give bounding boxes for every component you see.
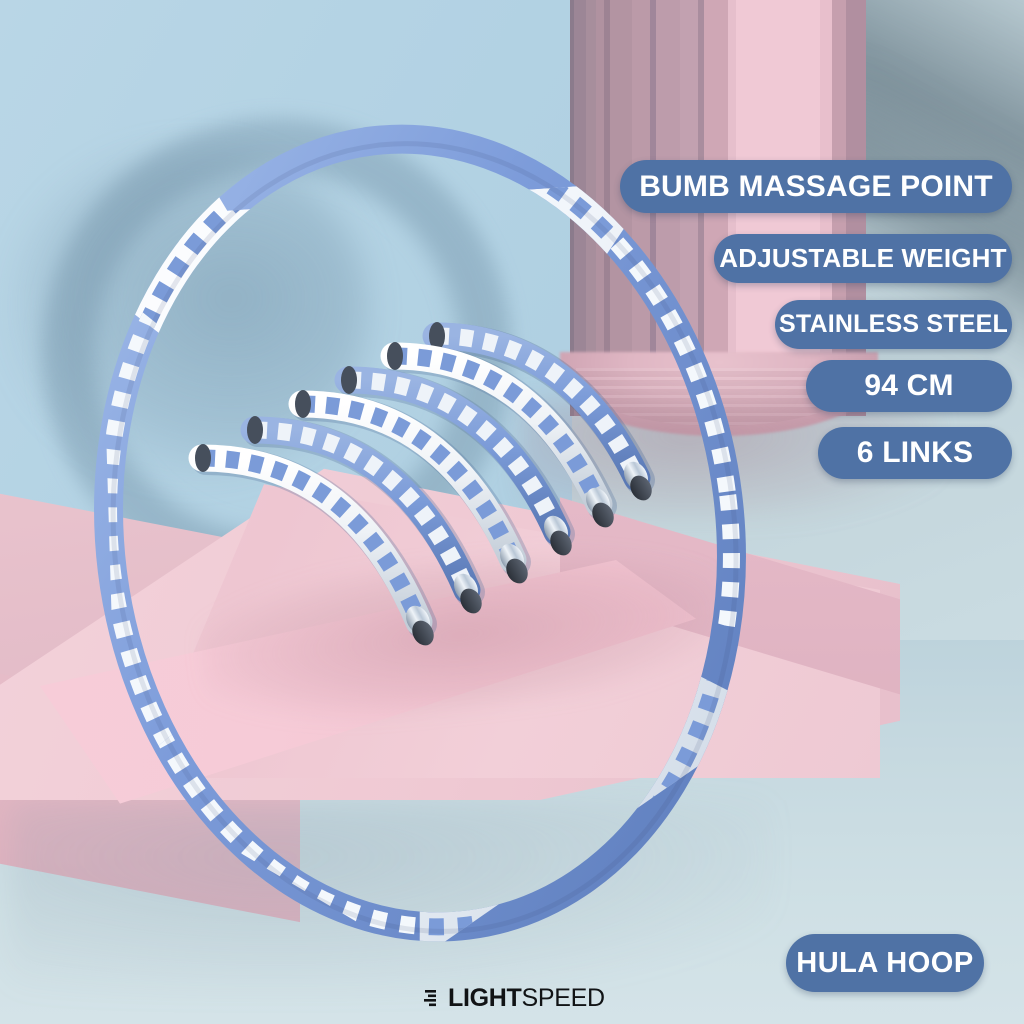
massage-bumps-white <box>100 533 450 936</box>
badge-label: 6 LINKS <box>856 436 974 469</box>
detached-link <box>422 322 655 501</box>
badge-bumb-massage-point[interactable]: BUMB MASSAGE POINT <box>620 160 1012 213</box>
detached-link <box>240 416 485 614</box>
massage-bumps-white <box>395 152 740 678</box>
badge-product-type[interactable]: HULA HOOP <box>786 934 984 992</box>
badge-label: ADJUSTABLE WEIGHT <box>719 243 1007 273</box>
brand-logo: LIGHTSPEED <box>424 981 605 1015</box>
badge-label: 94 CM <box>864 369 954 402</box>
speed-lines-icon <box>424 990 436 1007</box>
badge-adjustable-weight[interactable]: ADJUSTABLE WEIGHT <box>714 234 1012 283</box>
hula-hoop-ring <box>32 94 808 972</box>
badge-stainless-steel[interactable]: STAINLESS STEEL <box>775 300 1012 349</box>
logo-light-part: SPEED <box>521 983 606 1012</box>
detached-links-svg <box>188 322 655 646</box>
massage-bumps-white <box>100 258 436 780</box>
hoop-inner-shade <box>110 141 739 934</box>
badge-label: BUMB MASSAGE POINT <box>639 169 993 203</box>
massage-bumps-blue <box>100 178 420 554</box>
hula-hoop-svg <box>94 124 746 942</box>
hoop-body-blue <box>94 124 746 942</box>
massage-bumps-blue <box>390 509 740 936</box>
badge-label: HULA HOOP <box>796 946 974 979</box>
badge-links-count[interactable]: 6 LINKS <box>818 427 1012 479</box>
logo-wordmark: LIGHTSPEED <box>448 983 606 1012</box>
logo-bold-part: LIGHT <box>448 983 522 1012</box>
badge-label: STAINLESS STEEL <box>779 310 1008 338</box>
detached-link <box>380 342 617 528</box>
detached-link <box>288 390 531 584</box>
detached-link <box>334 366 575 556</box>
detached-links-group <box>140 320 700 660</box>
detached-link <box>188 444 437 646</box>
badge-size[interactable]: 94 CM <box>806 360 1012 412</box>
massage-bumps-blue <box>157 180 680 550</box>
